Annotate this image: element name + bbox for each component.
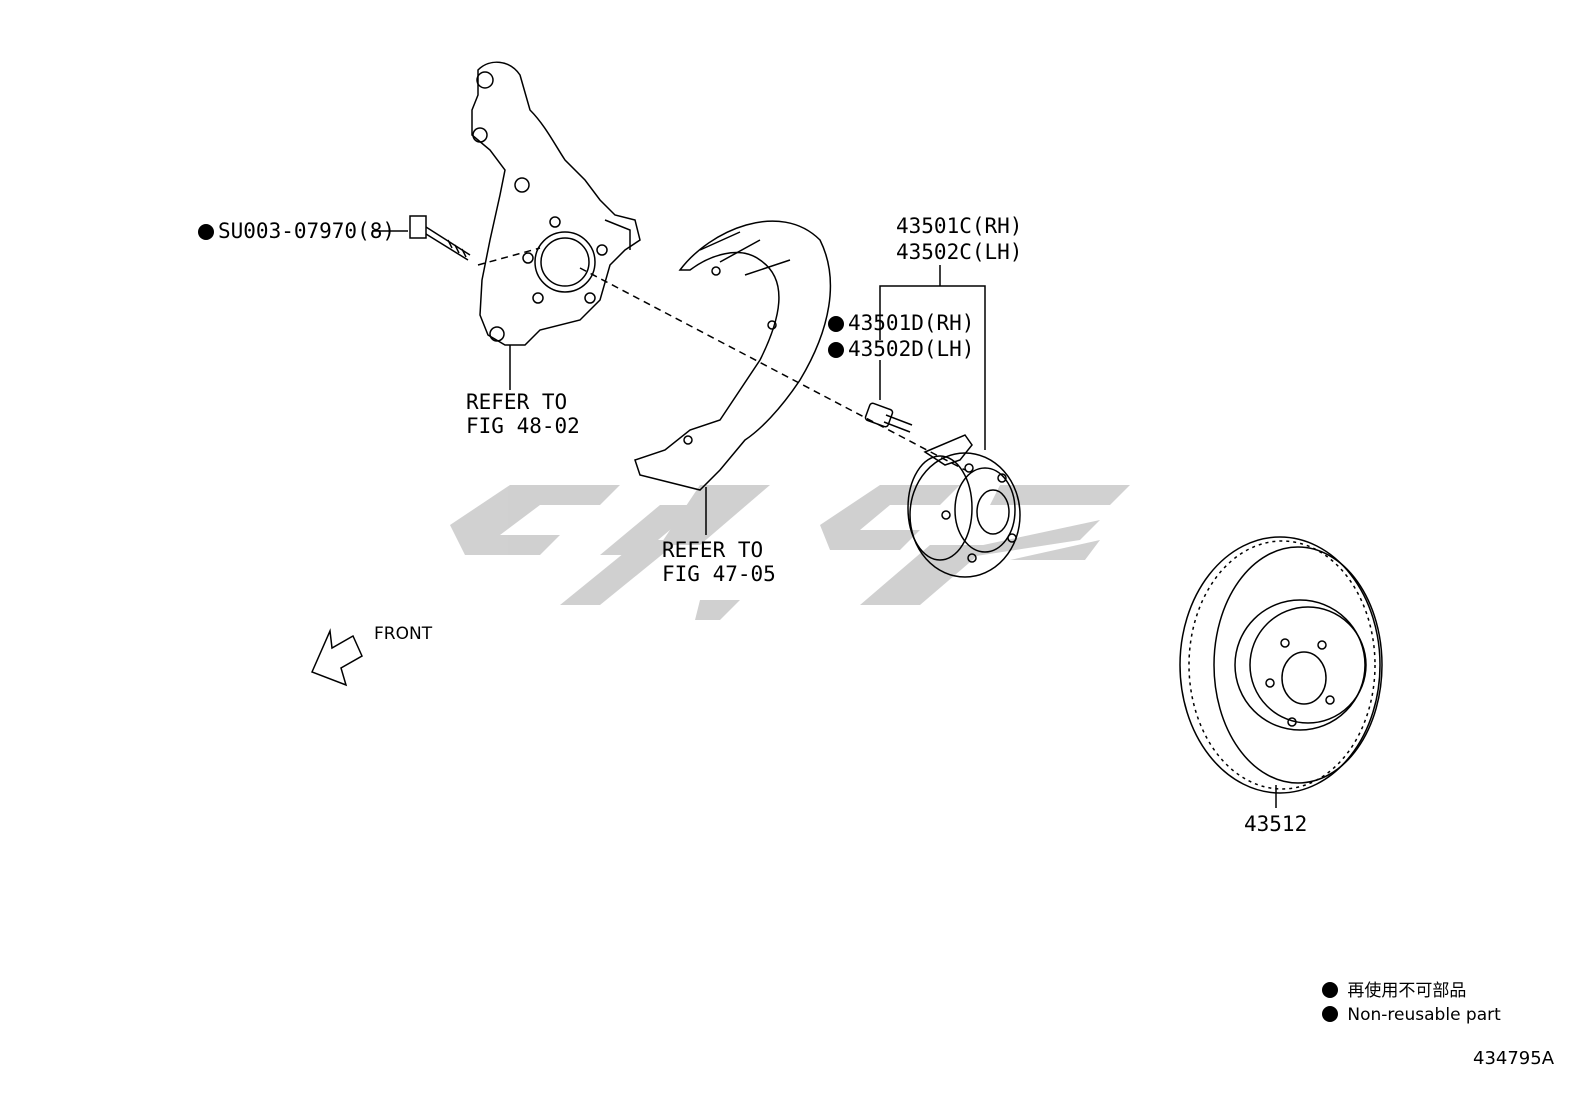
knuckle-refer-line-1: REFER TO	[466, 390, 568, 414]
legend-jp-text: 再使用不可部品	[1347, 981, 1467, 1001]
hub-bearing	[907, 434, 1021, 578]
stud-lh-part-number: 43502D(LH)	[848, 337, 975, 361]
stud-rh-part-number: 43501D(RH)	[848, 311, 975, 335]
axis-dash-2	[579, 267, 966, 471]
flange-bolt	[409, 215, 471, 261]
front-arrow-icon	[310, 628, 363, 687]
knuckle-refer-line-2: FIG 48-02	[466, 414, 580, 438]
steering-knuckle	[471, 61, 641, 346]
legend-en: Non-reusable part	[1322, 1005, 1501, 1025]
non-reusable-mark-icon	[828, 316, 844, 332]
non-reusable-mark-icon	[198, 224, 214, 240]
watermark-logo	[450, 485, 1130, 620]
non-reusable-mark-icon	[1322, 982, 1338, 998]
hub-leader-bracket	[879, 285, 986, 450]
brake-rotor	[1179, 536, 1383, 794]
shield-refer-line-1: REFER TO	[662, 538, 764, 562]
dust-shield	[634, 220, 832, 491]
diagram-id: 434795A	[1473, 1048, 1555, 1069]
shield-refer-line-2: FIG 47-05	[662, 562, 776, 586]
legend-jp: 再使用不可部品	[1322, 976, 1466, 1001]
bolt-part-number: SU003-07970(8)	[218, 219, 396, 243]
stud-lh-callout: 43502D(LH)	[828, 337, 974, 361]
legend-en-text: Non-reusable part	[1347, 1005, 1501, 1025]
hub-stud	[864, 402, 913, 433]
non-reusable-mark-icon	[1322, 1006, 1338, 1022]
axis-dash-1	[477, 247, 541, 266]
hub-lh-part-number: 43502C(LH)	[896, 240, 1023, 264]
bolt-callout: SU003-07970(8)	[198, 219, 395, 243]
non-reusable-mark-icon	[828, 342, 844, 358]
hub-rh-part-number: 43501C(RH)	[896, 214, 1023, 238]
stud-rh-callout: 43501D(RH)	[828, 311, 974, 335]
rotor-part-number: 43512	[1244, 812, 1308, 836]
front-label: FRONT	[374, 624, 433, 644]
